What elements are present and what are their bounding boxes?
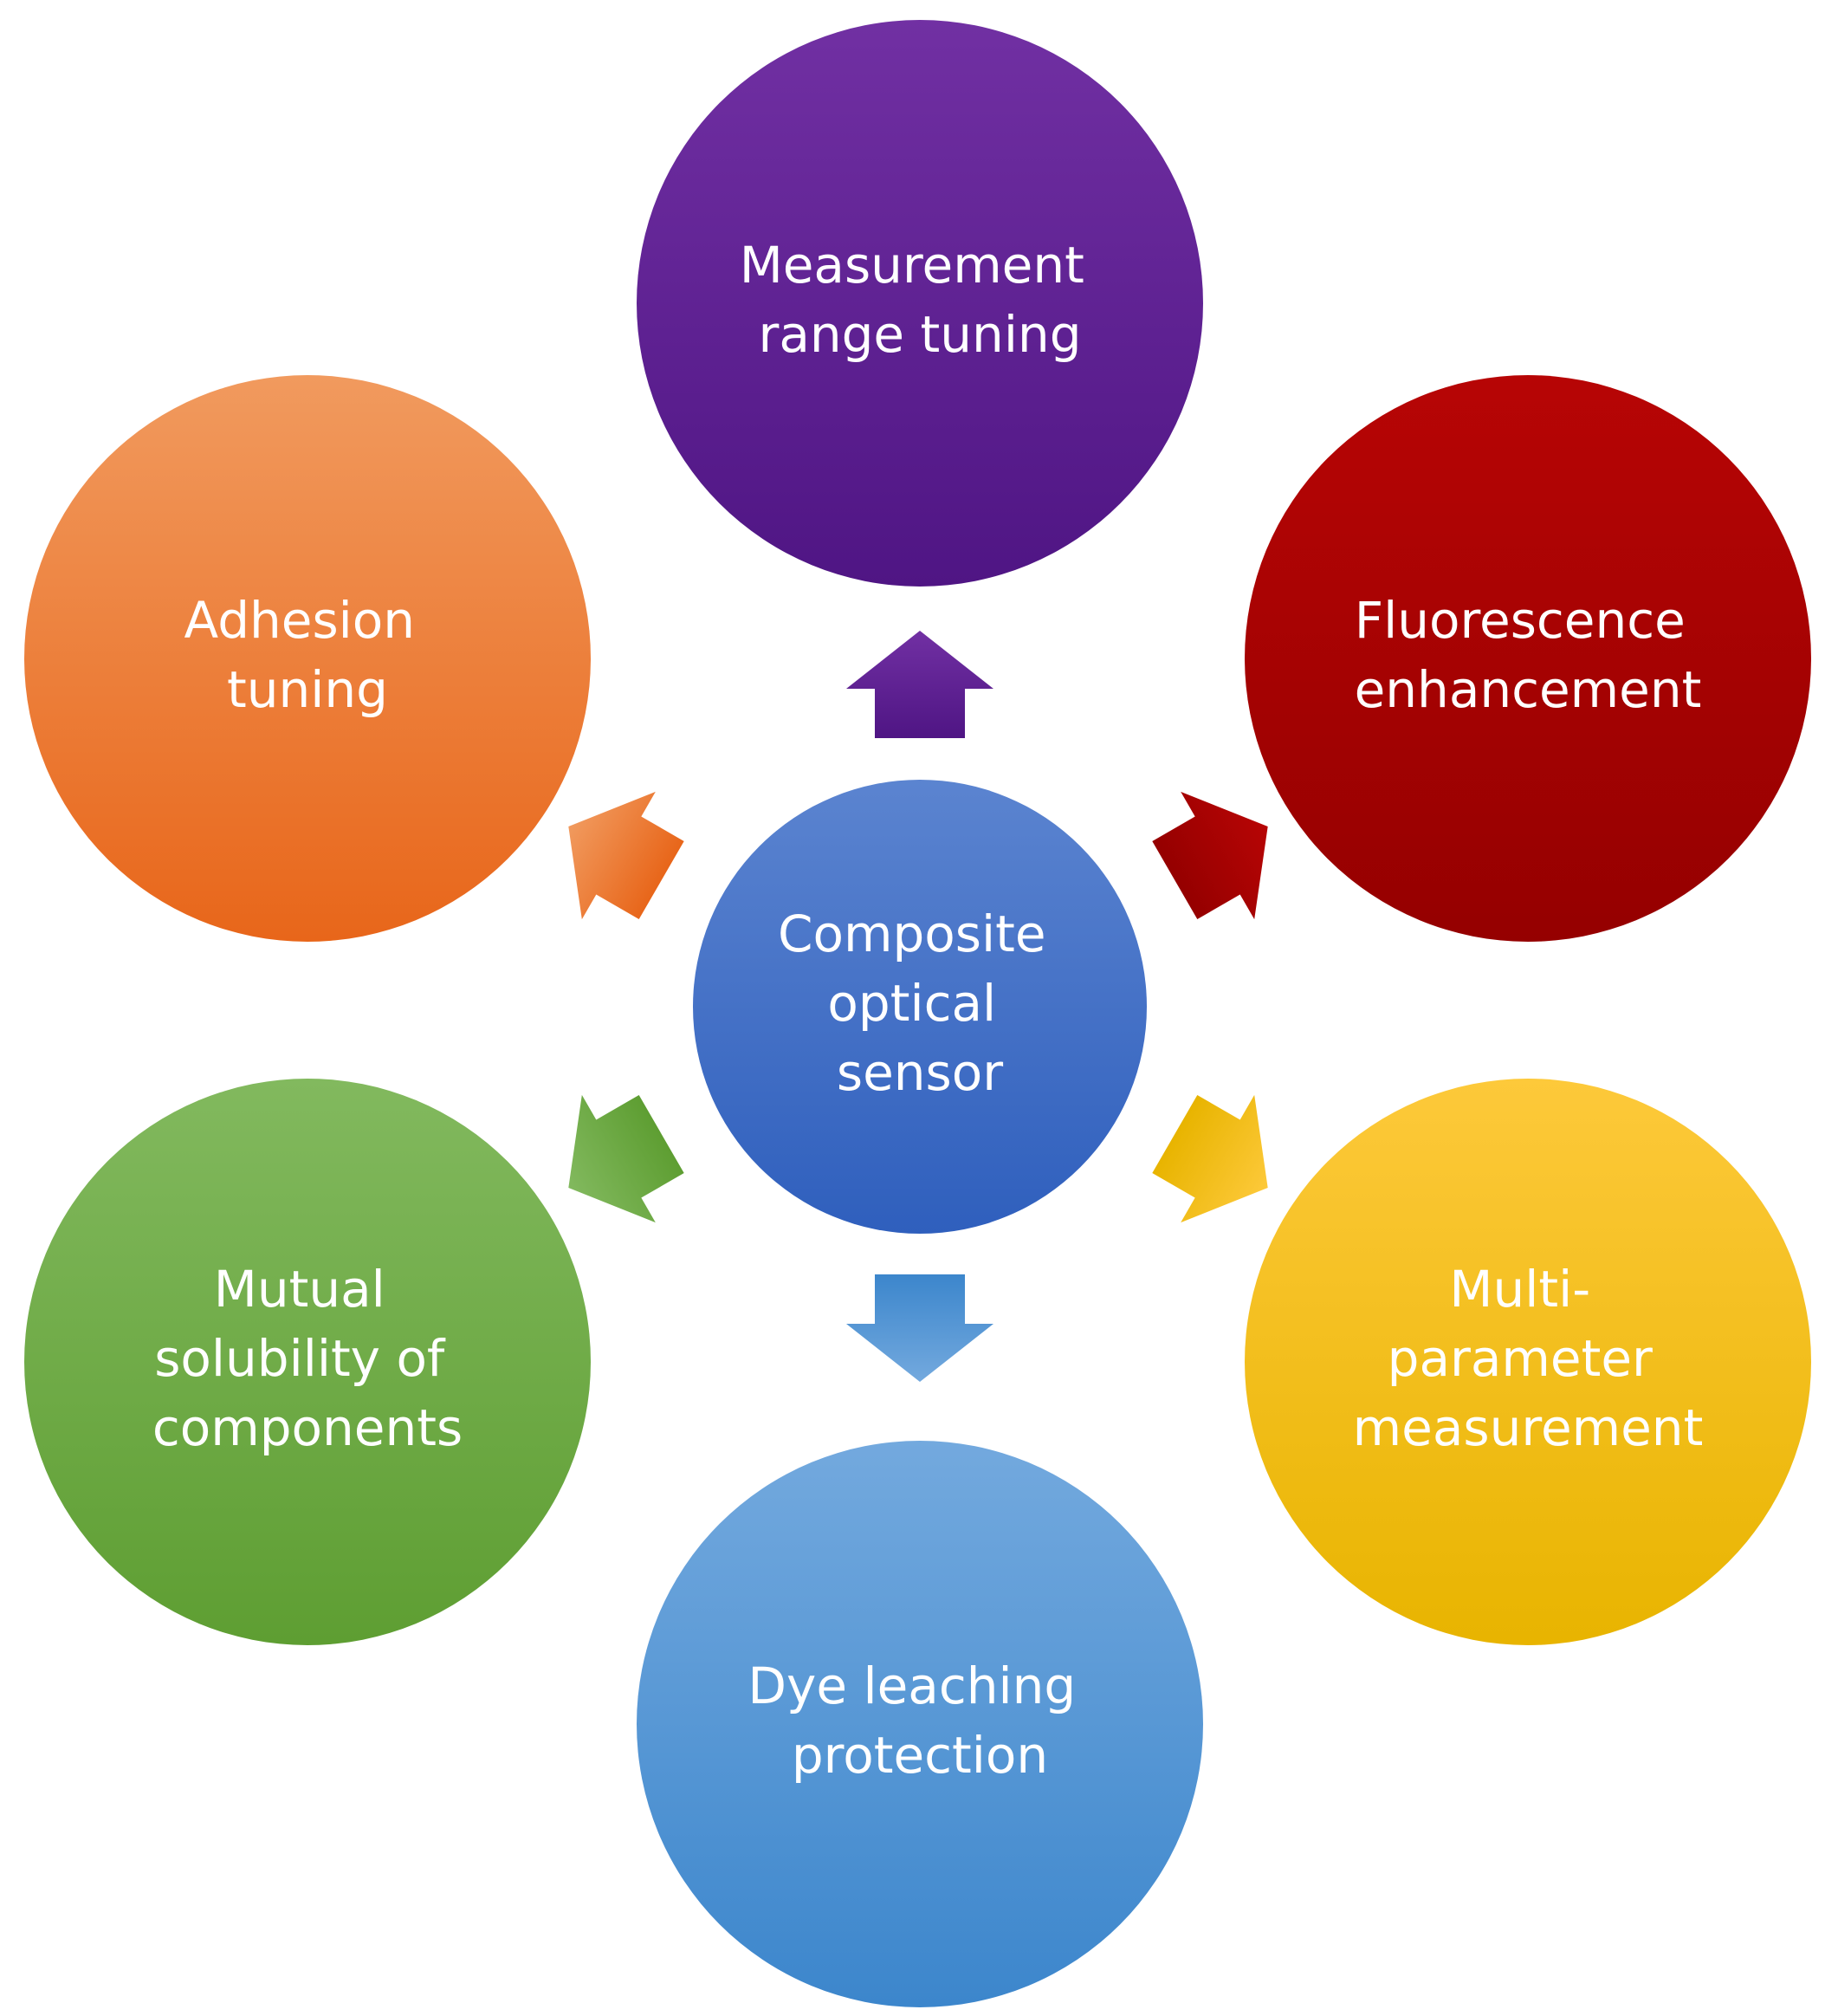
arrow-top: [846, 631, 993, 738]
node-lower-left: Mutual solubility of components: [24, 1079, 591, 1645]
node-label-line: enhancement: [1355, 660, 1702, 719]
node-label-line: Mutual: [214, 1260, 385, 1319]
arrow-upper-left: [568, 791, 684, 920]
node-lower-left-circle: [24, 1079, 591, 1645]
node-lower-right-circle: [1245, 1079, 1811, 1645]
node-label-line: components: [152, 1398, 463, 1457]
node-label-line: Dye leaching: [747, 1656, 1076, 1715]
node-top: Measurement range tuning: [637, 20, 1203, 587]
node-label-line: Measurement: [740, 236, 1084, 295]
node-lower-left-label: Mutual solubility of components: [152, 1260, 463, 1457]
node-bottom-label: Dye leaching protection: [747, 1656, 1091, 1785]
node-label-line: measurement: [1353, 1398, 1704, 1457]
node-label-line: Fluorescence: [1355, 591, 1686, 650]
node-upper-right: Fluorescence enhancement: [1245, 375, 1811, 942]
node-label-line: tuning: [227, 660, 388, 719]
node-upper-right-circle: [1245, 375, 1811, 942]
node-top-label: Measurement range tuning: [740, 236, 1101, 364]
node-upper-left-circle: [24, 375, 591, 942]
node-upper-right-label: Fluorescence enhancement: [1355, 591, 1702, 719]
node-label-line: solubility of: [154, 1329, 446, 1388]
arrow-bottom: [846, 1274, 993, 1382]
node-label-line: protection: [792, 1726, 1048, 1785]
arrow-lower-left: [568, 1094, 684, 1223]
center-circle: [693, 780, 1147, 1234]
node-label-line: Multi-: [1449, 1260, 1590, 1319]
node-upper-left-label: Adhesion tuning: [184, 591, 431, 719]
node-top-circle: [637, 20, 1203, 587]
center-label-line: sensor: [837, 1043, 1003, 1102]
center-label-line: optical: [827, 974, 996, 1033]
node-bottom-circle: [637, 1441, 1203, 2007]
node-lower-right: Multi- parameter measurement: [1245, 1079, 1811, 1645]
node-label-line: parameter: [1388, 1329, 1653, 1388]
node-bottom: Dye leaching protection: [637, 1441, 1203, 2007]
center-bubble: Composite optical sensor: [693, 780, 1147, 1234]
center-label-line: Composite: [778, 904, 1046, 963]
node-upper-left: Adhesion tuning: [24, 375, 591, 942]
node-label-line: range tuning: [758, 305, 1081, 364]
arrow-upper-right: [1152, 791, 1268, 920]
node-lower-right-label: Multi- parameter measurement: [1353, 1260, 1704, 1457]
arrow-lower-right: [1152, 1094, 1268, 1223]
arrows-group: [568, 631, 1268, 1382]
node-label-line: Adhesion: [184, 591, 416, 650]
center-label: Composite optical sensor: [778, 904, 1062, 1102]
